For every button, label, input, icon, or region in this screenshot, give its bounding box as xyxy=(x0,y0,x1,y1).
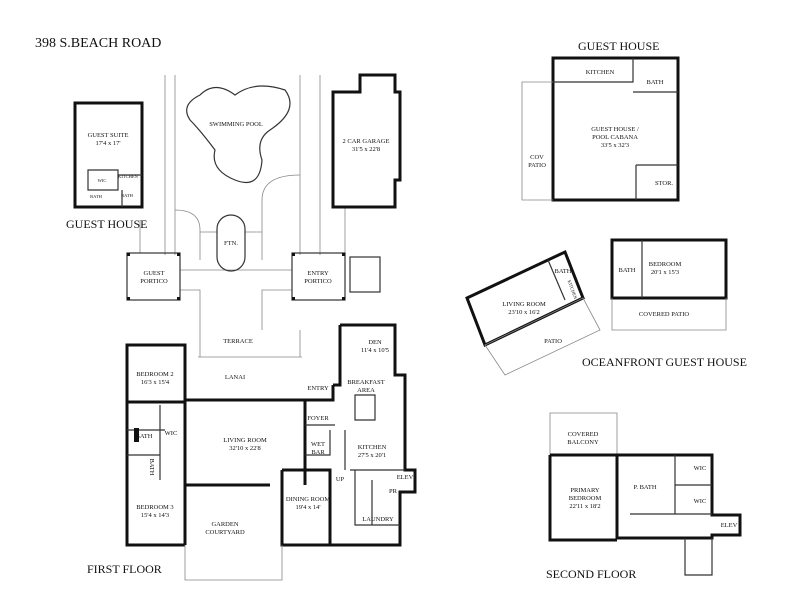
guest-portico xyxy=(126,252,181,301)
powder-room-label: PR xyxy=(389,488,398,495)
lanai-label: LANAI xyxy=(225,374,245,381)
oceanfront-walls xyxy=(465,238,728,376)
laundry-label: LAUNDRY xyxy=(362,516,394,523)
cabana-label: GUEST HOUSE / xyxy=(591,126,639,133)
oceanfront-small-bath-label: BATH xyxy=(555,268,572,275)
oceanfront-patio-label: PATIO xyxy=(544,338,562,345)
storage-label: STOR. xyxy=(655,180,673,187)
den-label: DEN xyxy=(368,339,382,346)
wet-bar-label: WET xyxy=(311,441,325,448)
pool-label: SWIMMING POOL xyxy=(209,121,263,128)
breakfast-label: AREA xyxy=(357,387,375,394)
elevator-label: ELEV xyxy=(397,474,414,481)
entry-label: ENTRY xyxy=(307,385,329,392)
bedroom2-size: 16'3 x 15'4 xyxy=(141,379,170,386)
second-floor-walls xyxy=(548,412,742,576)
entry-portico xyxy=(291,252,346,301)
wic-label: WIC xyxy=(694,465,707,472)
primary-bath-label: P. BATH xyxy=(633,484,656,491)
cabana-size: 33'5 x 32'3 xyxy=(601,142,629,149)
guest-bath-label: BATH xyxy=(90,194,103,199)
breakfast-label: BREAKFAST xyxy=(347,379,384,386)
guest-portico-label: GUEST xyxy=(144,270,165,277)
left-guest-house xyxy=(73,101,144,209)
living-room-size: 32'10 x 22'8 xyxy=(229,445,261,452)
foyer-label: FOYER xyxy=(307,415,329,422)
oceanfront-living-label: LIVING ROOM xyxy=(502,301,546,308)
property-title: 398 S.BEACH ROAD xyxy=(35,36,161,51)
oceanfront-bath-label: BATH xyxy=(619,267,636,274)
guest-suite-size: 17'4 x 17' xyxy=(95,140,120,147)
primary-bedroom-label: BEDROOM xyxy=(569,495,602,502)
covered-balcony-label: BALCONY xyxy=(567,439,599,446)
den-size: 11'4 x 10'5 xyxy=(361,347,389,354)
oceanfront-bedroom-size: 20'1 x 15'3 xyxy=(651,269,679,276)
guest-house-walls xyxy=(521,56,680,202)
primary-bedroom-label: PRIMARY xyxy=(570,487,600,494)
guest-house-kitchen-label: KITCHEN xyxy=(586,69,615,76)
site-paths xyxy=(139,75,346,330)
bedroom3-label: BEDROOM 3 xyxy=(136,504,173,511)
elevator-label: ELEV xyxy=(721,522,738,529)
guest-house-left-title: GUEST HOUSE xyxy=(66,217,147,231)
fountain-label: FTN. xyxy=(224,240,238,247)
fountain-shape xyxy=(216,214,246,272)
kitchen-label: KITCHEN xyxy=(358,444,387,451)
garage-size: 31'5 x 22'8 xyxy=(352,146,380,153)
garden-label: GARDEN xyxy=(211,521,238,528)
dining-size: 19'4 x 14' xyxy=(295,504,320,511)
garage-walls xyxy=(331,73,402,209)
guest-wic-label: WIC xyxy=(98,178,107,183)
main-house-walls xyxy=(125,323,417,581)
cabana-label: POOL CABANA xyxy=(592,134,638,141)
dining-label: DINING ROOM xyxy=(286,496,330,503)
swimming-pool-shape xyxy=(186,85,291,184)
stairs-up-label: UP xyxy=(336,476,345,483)
guest-kitchen-label: KITCHEN xyxy=(118,174,138,179)
second-floor-title: SECOND FLOOR xyxy=(546,567,636,581)
guest-house-title: GUEST HOUSE xyxy=(578,39,659,53)
kitchen-size: 27'5 x 20'1 xyxy=(358,452,386,459)
wet-bar-label: BAR xyxy=(311,449,325,456)
covered-patio-label: COVERED PATIO xyxy=(639,311,689,318)
entry-portico-label: ENTRY xyxy=(307,270,329,277)
bedroom3-size: 15'4 x 14'3 xyxy=(141,512,169,519)
terrace-label: TERRACE xyxy=(223,338,253,345)
bedroom2-label: BEDROOM 2 xyxy=(136,371,173,378)
oceanfront-bedroom-label: BEDROOM xyxy=(649,261,682,268)
bath-label: BATH xyxy=(136,433,153,440)
oceanfront-title: OCEANFRONT GUEST HOUSE xyxy=(582,355,747,369)
cov-patio-label: COV xyxy=(530,154,544,161)
guest-suite-label: GUEST SUITE xyxy=(88,132,129,139)
first-floor-title: FIRST FLOOR xyxy=(87,562,162,576)
covered-balcony-label: COVERED xyxy=(568,431,599,438)
guest-house-bath-label: BATH xyxy=(647,79,664,86)
living-room-label: LIVING ROOM xyxy=(223,437,267,444)
cov-patio-label: PATIO xyxy=(528,162,546,169)
garden-label: COURTYARD xyxy=(205,529,245,536)
guest-portico-label: PORTICO xyxy=(140,278,168,285)
guest-bath-label: BATH xyxy=(121,193,134,198)
primary-bedroom-size: 22'11 x 18'2 xyxy=(569,503,600,510)
wic-label: WIC xyxy=(694,498,707,505)
oceanfront-kitchen-label: KITCHEN xyxy=(567,279,579,300)
entry-portico-label: PORTICO xyxy=(304,278,332,285)
garage-label: 2 CAR GARAGE xyxy=(343,138,390,145)
oceanfront-living-size: 23'10 x 16'2 xyxy=(508,309,540,316)
wic-label: WIC xyxy=(165,430,178,437)
bath-label: BATH xyxy=(148,459,155,476)
